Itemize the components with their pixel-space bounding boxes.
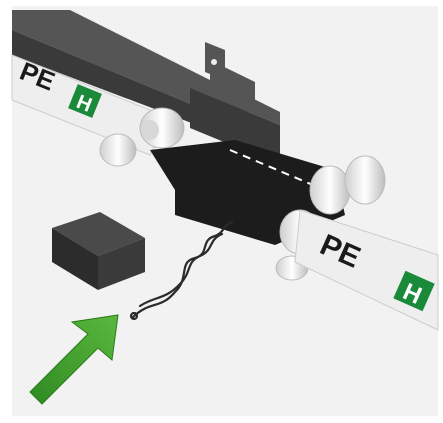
tab-hole <box>211 59 217 65</box>
